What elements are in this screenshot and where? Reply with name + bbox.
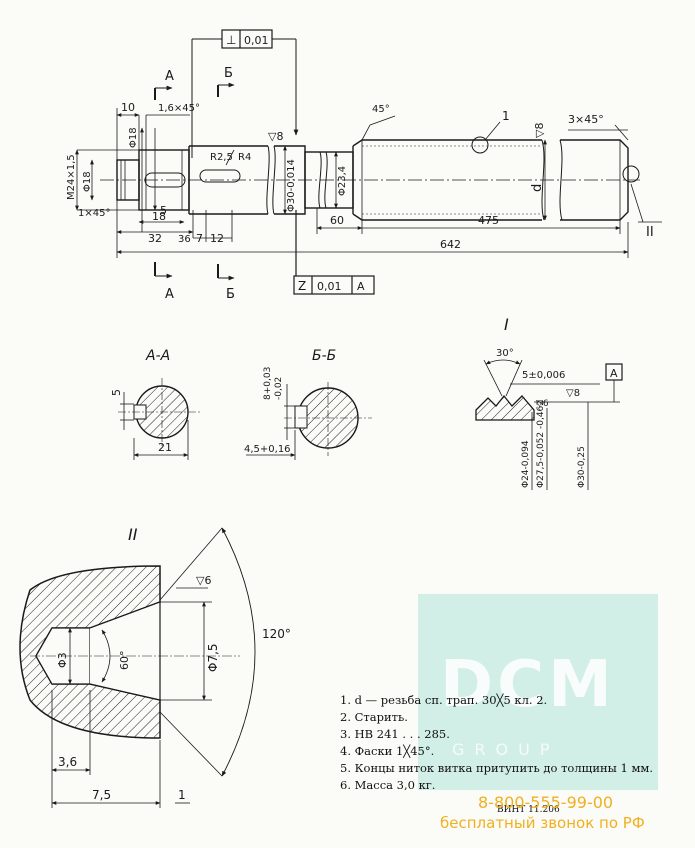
tolerance-bottom-value: 0,01	[317, 280, 342, 293]
detail-2-phi75: Φ7,5	[206, 643, 220, 672]
section-bb	[246, 382, 372, 460]
section-b-top-label: Б	[224, 66, 233, 81]
detail-2-title: II	[128, 525, 138, 544]
note-item: 4. Фаски 1╳45°.	[340, 744, 435, 758]
detail-2-dim1: 1	[178, 788, 186, 802]
dim-1x45: 1×45°	[78, 208, 110, 219]
dim-10: 10	[121, 101, 135, 114]
drawing-code: ВИНТ 11.206	[497, 805, 560, 815]
shaft-outline	[116, 136, 640, 221]
section-a-bottom-label: A	[165, 287, 174, 302]
roughness-8a: ▽8	[268, 130, 283, 143]
section-bb-dim45: 4,5+0,16	[244, 444, 291, 455]
tolerance-top-value: 0,01	[244, 34, 269, 47]
detail-2	[19, 527, 256, 808]
dim-phi30: Φ30-0,014	[286, 159, 297, 212]
section-aa	[118, 378, 200, 460]
section-b-bottom-label: Б	[226, 287, 235, 302]
dim-phi18-vertical: Φ18	[128, 127, 139, 148]
detail-1-phi275: Φ27,5-0,052 -0,462	[536, 400, 546, 488]
note-item: 3. НВ 241 . . . 285.	[340, 727, 450, 741]
callout-1: 1	[502, 109, 510, 123]
detail-1-phi30: Φ30-0,25	[577, 446, 587, 488]
tolerance-bottom-symbol: Z	[298, 279, 306, 293]
note-item: 6. Масса 3,0 кг.	[340, 778, 436, 792]
watermark-logo: DCM	[440, 648, 616, 722]
detail-1-phi24: Φ24-0,094	[521, 440, 531, 488]
roughness-8b: ▽8	[533, 123, 546, 138]
watermark-subtitle: GROUP	[452, 740, 560, 759]
detail-2-dim36: 3,6	[58, 755, 77, 769]
dim-5: 5	[160, 204, 167, 217]
dim-r25: R2,5	[210, 152, 233, 163]
dim-45deg: 45°	[372, 104, 390, 115]
dim-phi23-4: Φ23,4	[337, 166, 348, 196]
detail-2-phi3: Φ3	[56, 652, 69, 668]
dim-r4: R4	[238, 152, 251, 163]
tolerance-top-symbol: ⊥	[226, 33, 236, 47]
tolerance-bottom-datum: A	[357, 280, 365, 293]
detail-2-dim75: 7,5	[92, 788, 111, 802]
detail-1-dim5: 5±0,006	[522, 370, 565, 381]
section-bb-dim8b: -0,02	[274, 377, 284, 400]
dim-3x45: 3×45°	[568, 113, 604, 126]
dim-12: 12	[210, 232, 224, 245]
tolerance-frame-top	[191, 29, 299, 158]
tolerance-frame-bottom	[293, 210, 375, 295]
section-a-top-label: A	[165, 69, 174, 84]
detail-2-rough6: ▽6	[196, 574, 211, 587]
free-call-caption: бесплатный звонок по РФ	[440, 814, 645, 832]
main-view: ⊥ 0,01 A Б	[75, 29, 662, 302]
detail-1-datum: A	[610, 367, 618, 380]
detail-2-angle120: 120°	[262, 627, 291, 641]
callout-2: II	[646, 225, 654, 240]
note-item: 5. Концы ниток витка притупить до толщин…	[340, 761, 654, 775]
watermark-panel	[418, 594, 658, 790]
note-item: 2. Старить.	[340, 710, 408, 724]
technical-notes: 1. d — резьба сп. трап. 30╳5 кл. 2. 2. С…	[340, 692, 690, 794]
detail-1	[475, 359, 623, 490]
main-view-dimensions: 10 1,6×45° 45° 3×45° Φ18 Φ18 M24×1,5 R2,…	[66, 101, 654, 251]
dim-18: 18	[152, 210, 166, 223]
section-aa-dim5: 5	[110, 389, 123, 396]
dim-60: 60	[330, 214, 344, 227]
dim-32: 32	[148, 232, 162, 245]
note-item: 1. d — резьба сп. трап. 30╳5 кл. 2.	[340, 693, 548, 707]
section-aa-title: А-А	[145, 348, 170, 364]
section-aa-dim21: 21	[158, 441, 172, 454]
section-bb-title: Б-Б	[312, 348, 336, 364]
detail-1-rough6: ▽6	[536, 399, 549, 409]
dim-d: d	[530, 184, 545, 192]
section-bb-dim8: 8+0,03	[263, 367, 273, 400]
dim-7: 7	[196, 232, 203, 245]
dim-475: 475	[478, 214, 499, 227]
detail-2-angle60: 60°	[118, 651, 131, 671]
dim-1-6x45: 1,6×45°	[158, 103, 200, 114]
dim-m24: M24×1,5	[66, 154, 77, 200]
phone-number: 8-800-555-99-00	[478, 793, 614, 812]
dim-phi18-left: Φ18	[82, 171, 93, 192]
detail-1-angle: 30°	[496, 348, 514, 359]
dim-642: 642	[440, 238, 461, 251]
detail-1-rough8: ▽8	[566, 388, 580, 399]
dim-36: 36	[178, 234, 191, 245]
detail-1-title: I	[504, 315, 509, 334]
